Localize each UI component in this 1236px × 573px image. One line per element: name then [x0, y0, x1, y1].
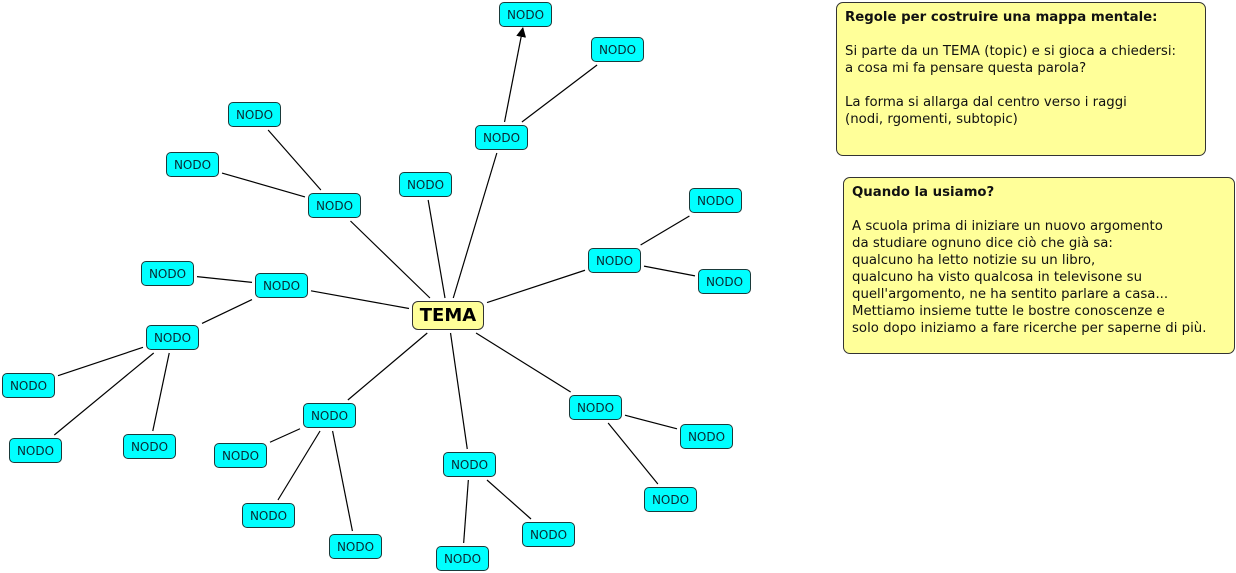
link-topic-n-down — [449, 332, 468, 450]
node-label: NODO — [249, 508, 288, 523]
node[interactable]: NODO — [689, 188, 742, 213]
note-text: Si parte da un TEMA (topic) e si gioca a… — [845, 44, 1177, 59]
node-label: NODO — [595, 253, 634, 268]
node-label: NODO — [576, 400, 615, 415]
note-rules: Regole per costruire una mappa mentale: … — [836, 2, 1206, 156]
link-n-leftlow-n-leftlow-c — [152, 352, 170, 432]
node[interactable]: NODO — [522, 522, 575, 547]
link-n-downleft-n-downleft-b — [277, 430, 321, 501]
topic-tema[interactable]: TEMA — [412, 301, 484, 330]
node[interactable]: NODO — [214, 443, 267, 468]
node-label: NODO — [310, 408, 349, 423]
note-text: La forma si allarga dal centro verso i r… — [845, 95, 1127, 110]
node-label: NODO — [173, 157, 212, 172]
node-label: NODO — [443, 551, 482, 566]
node-label: NODO — [598, 42, 637, 57]
link-n-left-n-left-a — [196, 276, 253, 283]
link-topic-n-left — [310, 290, 410, 310]
link-n-up-n-upright — [521, 64, 598, 123]
node-label: NODO — [148, 266, 187, 281]
node[interactable]: NODO — [644, 487, 697, 512]
node-label: NODO — [450, 457, 489, 472]
node-label: NODO — [153, 330, 192, 345]
node-label: NODO — [9, 378, 48, 393]
node[interactable]: NODO — [475, 125, 528, 150]
link-n-upleft-n-upleft-b — [221, 172, 306, 198]
node[interactable]: NODO — [588, 248, 641, 273]
note-text: da studiare ognuno dice ciò che già sa: — [852, 236, 1113, 251]
node-label: NODO — [235, 107, 274, 122]
note-text: Mettiamo insieme tutte le bostre conosce… — [852, 304, 1165, 319]
node[interactable]: NODO — [9, 438, 62, 463]
node[interactable]: NODO — [242, 503, 295, 528]
node-label: NODO — [482, 130, 521, 145]
node-label: NODO — [651, 492, 690, 507]
link-topic-n-downright — [475, 332, 571, 393]
node[interactable]: NODO — [698, 269, 751, 294]
node-label: NODO — [687, 429, 726, 444]
node[interactable]: NODO — [308, 193, 361, 218]
node[interactable]: NODO — [228, 102, 281, 127]
link-n-downright-n-downright-b — [607, 422, 659, 485]
node-label: NODO — [696, 193, 735, 208]
node[interactable]: NODO — [255, 273, 308, 298]
node[interactable]: NODO — [680, 424, 733, 449]
link-n-right-n-right-b — [643, 265, 696, 277]
link-n-downleft-n-downleft-a — [269, 428, 301, 443]
link-n-left-n-leftlow — [201, 299, 253, 324]
note-when-title: Quando la usiamo? — [852, 185, 995, 200]
node[interactable]: NODO — [303, 403, 356, 428]
link-n-down-n-down-b — [463, 479, 469, 544]
node[interactable]: NODO — [399, 172, 452, 197]
link-n-downleft-n-downleft-c — [331, 430, 354, 532]
node[interactable]: NODO — [591, 37, 644, 62]
link-n-leftlow-n-leftlow-b — [53, 352, 155, 436]
node[interactable]: NODO — [569, 395, 622, 420]
link-topic-n-right — [486, 269, 586, 304]
node[interactable]: NODO — [329, 534, 382, 559]
node-label: NODO — [262, 278, 301, 293]
note-text: qualcuno ha letto notizie su un libro, — [852, 253, 1096, 268]
link-topic-n-up — [452, 152, 498, 299]
note-text: qualcuno ha visto qualcosa in televisone… — [852, 270, 1142, 285]
node[interactable]: NODO — [2, 373, 55, 398]
link-n-downright-n-downright-a — [624, 414, 678, 430]
link-topic-n-upleft — [350, 220, 431, 299]
node-label: NODO — [529, 527, 568, 542]
node[interactable]: NODO — [443, 452, 496, 477]
note-text: (nodi, rgomenti, subtopic) — [845, 112, 1018, 127]
link-n-upleft-n-upleft-a — [267, 129, 322, 191]
link-topic-n-upmid — [427, 199, 446, 299]
link-n-right-n-right-a — [640, 215, 690, 246]
node[interactable]: NODO — [141, 261, 194, 286]
node-label: NODO — [130, 439, 169, 454]
node-label: NODO — [506, 7, 545, 22]
note-text: quell'argomento, ne ha sentito parlare a… — [852, 287, 1169, 302]
node-label: NODO — [315, 198, 354, 213]
link-n-leftlow-n-leftlow-a — [57, 346, 144, 377]
node[interactable]: NODO — [123, 434, 176, 459]
node[interactable]: NODO — [166, 152, 219, 177]
note-rules-title: Regole per costruire una mappa mentale: — [845, 10, 1158, 25]
node-label: NODO — [406, 177, 445, 192]
note-text: solo dopo iniziamo a fare ricerche per s… — [852, 321, 1207, 336]
node-label: NODO — [705, 274, 744, 289]
note-text: a cosa mi fa pensare questa parola? — [845, 61, 1087, 76]
node[interactable]: NODO — [499, 2, 552, 27]
node-label: NODO — [336, 539, 375, 554]
link-n-up-n-top — [503, 27, 527, 123]
topic-label: TEMA — [419, 305, 477, 326]
link-topic-n-downleft — [347, 332, 428, 401]
node-label: NODO — [221, 448, 260, 463]
link-n-down-n-down-a — [486, 479, 532, 520]
node-label: NODO — [16, 443, 55, 458]
note-text: A scuola prima di iniziare un nuovo argo… — [852, 219, 1163, 234]
note-when: Quando la usiamo? A scuola prima di iniz… — [843, 177, 1235, 354]
node[interactable]: NODO — [436, 546, 489, 571]
node[interactable]: NODO — [146, 325, 199, 350]
